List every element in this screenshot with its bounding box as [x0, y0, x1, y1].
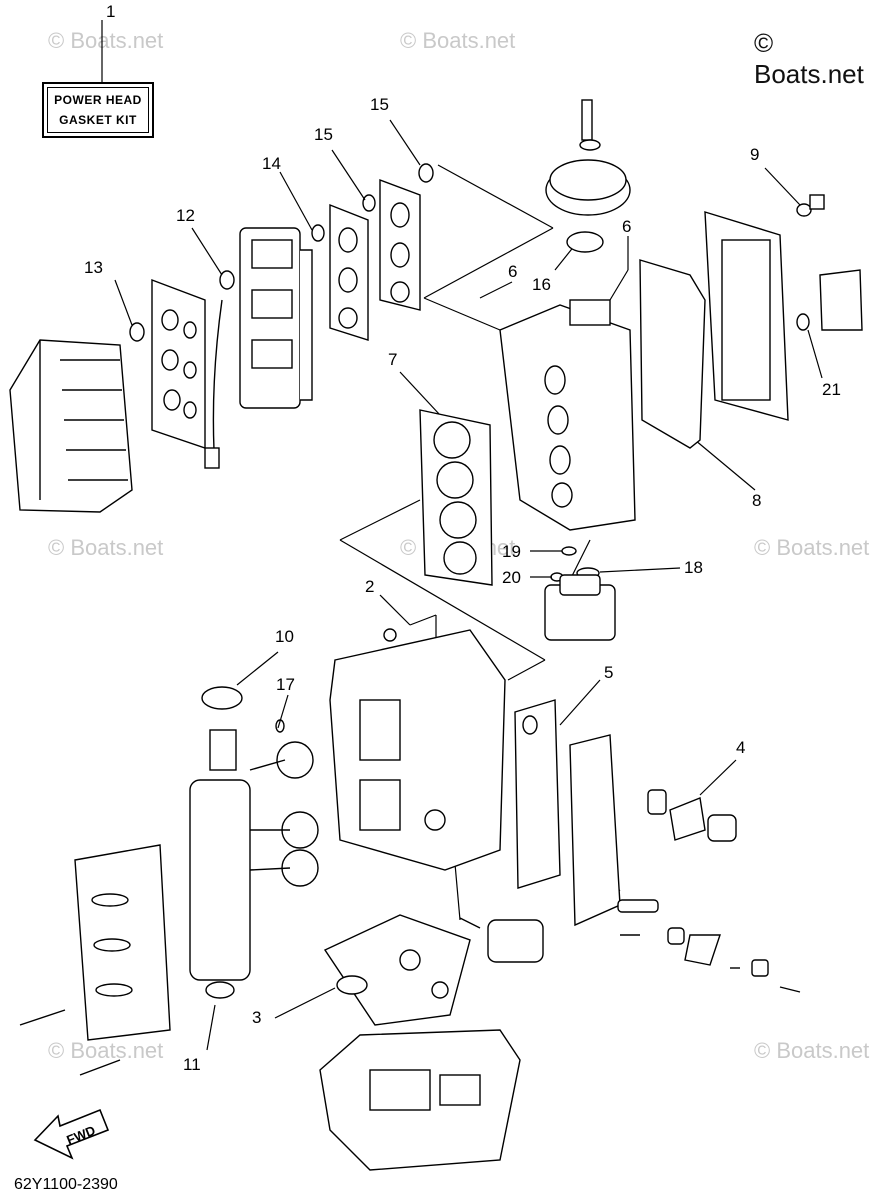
callout-9[interactable]: 9	[750, 145, 760, 164]
callout-18[interactable]: 18	[684, 558, 703, 577]
callout-20[interactable]: 20	[502, 568, 521, 587]
o-ring-14	[311, 224, 325, 242]
callout-3[interactable]: 3	[252, 1008, 262, 1027]
watermark: © Boats.net	[48, 1038, 164, 1063]
callout-15a[interactable]: 15	[314, 125, 333, 144]
callout-21[interactable]: 21	[822, 380, 841, 399]
callout-4[interactable]: 4	[736, 738, 746, 757]
callout-6b[interactable]: 6	[622, 217, 632, 236]
oil-pan-gasket	[323, 914, 471, 1026]
bolt-left-1	[19, 1009, 66, 1026]
watermark: © Boats.net	[754, 1038, 870, 1063]
carburetor-assembly	[204, 227, 313, 469]
callout-13[interactable]: 13	[84, 258, 103, 277]
watermark: © Boats.net	[48, 28, 164, 53]
callout-16[interactable]: 16	[532, 275, 551, 294]
callout-1[interactable]: 1	[106, 2, 116, 21]
oil-seal-16	[566, 231, 604, 253]
callout-7[interactable]: 7	[388, 350, 398, 369]
callout-17[interactable]: 17	[276, 675, 295, 694]
exhaust-cover	[569, 734, 621, 927]
oil-seal-10	[201, 686, 243, 710]
o-ring-9	[796, 203, 812, 217]
o-ring-21	[796, 313, 810, 331]
o-ring-17	[275, 719, 285, 733]
manifold-gasket-2	[379, 178, 421, 311]
cylinder-head	[499, 299, 636, 531]
exhaust-cover-gasket	[514, 699, 561, 889]
head-cover-gasket	[639, 259, 706, 449]
callout-8[interactable]: 8	[752, 491, 762, 510]
diagram-code: 62Y1100-2390	[14, 1176, 118, 1193]
thermostat-parts	[617, 789, 801, 993]
callout-14[interactable]: 14	[262, 154, 281, 173]
intake-gasket-plate	[151, 278, 206, 449]
callout-6a[interactable]: 6	[508, 262, 518, 281]
fwd-arrow-icon	[33, 1108, 110, 1160]
o-ring-12	[219, 270, 235, 290]
cylinder-block	[329, 628, 506, 871]
leader-lines	[101, 20, 823, 1051]
crankshaft-assembly	[189, 729, 319, 981]
oil-pan-base	[319, 1029, 521, 1171]
intake-silencer	[9, 339, 133, 513]
water-housing	[544, 574, 616, 641]
o-ring-13	[129, 322, 145, 342]
cylinder-head-cover	[704, 194, 863, 421]
flywheel-gear	[545, 99, 631, 216]
crankcase-cover	[74, 844, 171, 1041]
watermark: © Boats.net	[48, 535, 164, 560]
oil-seal-11	[205, 981, 235, 999]
bolt-left-2	[79, 1059, 121, 1076]
callout-19[interactable]: 19	[502, 542, 521, 561]
manifold-gasket-1	[329, 203, 369, 341]
o-ring-15b	[418, 163, 434, 183]
callout-12[interactable]: 12	[176, 206, 195, 225]
callout-5[interactable]: 5	[604, 663, 614, 682]
kit-label-line2: GASKET KIT	[59, 113, 137, 127]
callout-2[interactable]: 2	[365, 577, 375, 596]
callout-11[interactable]: 11	[183, 1055, 201, 1074]
callout-15b[interactable]: 15	[370, 95, 389, 114]
o-ring-15a	[362, 194, 376, 212]
gasket-kit-label-box[interactable]: POWER HEAD GASKET KIT	[42, 82, 154, 138]
oil-filter	[459, 917, 544, 963]
cylinder-head-gasket	[419, 409, 493, 586]
kit-label-line1: POWER HEAD	[54, 93, 142, 107]
o-ring-19	[561, 546, 577, 556]
watermark: © Boats.net	[754, 535, 870, 560]
watermark: © Boats.net	[400, 28, 516, 53]
callout-10[interactable]: 10	[275, 627, 294, 646]
copyright-watermark: © Boats.net	[754, 28, 864, 89]
